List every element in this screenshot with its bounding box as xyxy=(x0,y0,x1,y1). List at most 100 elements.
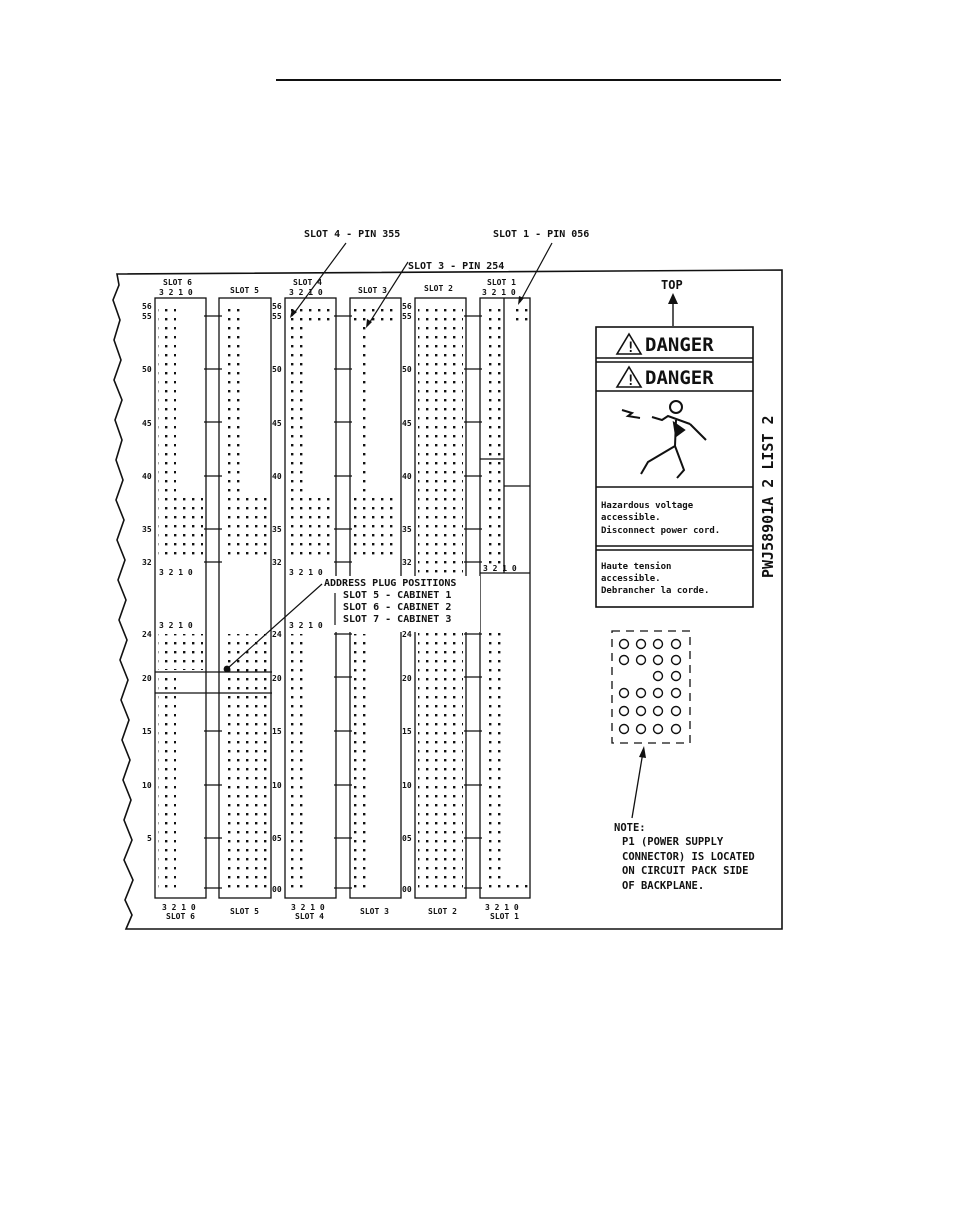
svg-text:SLOT 5: SLOT 5 xyxy=(230,286,259,295)
svg-text:3 2 1 0: 3 2 1 0 xyxy=(289,568,323,577)
svg-text:P1 (POWER SUPPLY: P1 (POWER SUPPLY xyxy=(622,836,724,848)
svg-text:SLOT 6: SLOT 6 xyxy=(163,278,192,287)
svg-text:24: 24 xyxy=(142,630,152,639)
row-tick-marks xyxy=(204,315,482,889)
svg-text:32: 32 xyxy=(272,558,282,567)
svg-text:Haute tension: Haute tension xyxy=(601,561,671,572)
svg-text:SLOT 3 - PIN 254: SLOT 3 - PIN 254 xyxy=(408,261,504,272)
svg-text:DANGER: DANGER xyxy=(645,334,714,356)
svg-text:50: 50 xyxy=(272,365,282,374)
svg-text:ON CIRCUIT PACK SIDE: ON CIRCUIT PACK SIDE xyxy=(622,865,748,877)
svg-text:SLOT 1 - PIN 056: SLOT 1 - PIN 056 xyxy=(493,229,589,240)
warning-triangle-icon xyxy=(615,365,643,388)
top-indicator: TOP xyxy=(661,278,683,326)
svg-text:3 2 1 0: 3 2 1 0 xyxy=(289,288,323,297)
svg-text:32: 32 xyxy=(402,558,412,567)
svg-text:Disconnect power cord.: Disconnect power cord. xyxy=(601,525,720,536)
slot-3-column xyxy=(349,297,402,899)
power-supply-connector-p1 xyxy=(611,630,691,819)
callout-slot1-pin: SLOT 1 - PIN 056 xyxy=(493,229,589,305)
slot-labels-top: SLOT 6 3 2 1 0 SLOT 5 SLOT 4 3 2 1 0 SLO… xyxy=(159,278,516,297)
svg-text:!: ! xyxy=(627,373,635,389)
slot-labels-bottom: 3 2 1 0 SLOT 6 SLOT 5 3 2 1 0 SLOT 4 SLO… xyxy=(162,903,519,921)
svg-text:SLOT 2: SLOT 2 xyxy=(428,907,457,916)
svg-text:SLOT 3: SLOT 3 xyxy=(358,286,387,295)
svg-text:SLOT 2: SLOT 2 xyxy=(424,284,453,293)
svg-text:55: 55 xyxy=(142,312,152,321)
svg-text:56: 56 xyxy=(402,302,412,311)
note-text: NOTE: P1 (POWER SUPPLY CONNECTOR) IS LOC… xyxy=(614,822,755,892)
svg-text:56: 56 xyxy=(272,302,282,311)
slot-5-column xyxy=(218,297,272,899)
backplane-outline xyxy=(112,269,783,930)
svg-text:3 2 1 0: 3 2 1 0 xyxy=(159,621,193,630)
svg-text:Debrancher la corde.: Debrancher la corde. xyxy=(601,586,709,596)
warning-triangle-icon xyxy=(615,332,643,355)
svg-text:3 2 1 0: 3 2 1 0 xyxy=(482,288,516,297)
svg-text:3 2 1 0: 3 2 1 0 xyxy=(485,903,519,912)
row-numbers-inner-slot3: 56 55 50 45 40 35 32 24 20 15 10 05 00 xyxy=(402,302,412,894)
svg-text:56: 56 xyxy=(142,302,152,311)
svg-text:20: 20 xyxy=(402,674,412,683)
svg-text:3 2 1 0: 3 2 1 0 xyxy=(159,568,193,577)
row-numbers-inner-slot5: 56 55 50 45 40 35 32 24 20 15 10 05 00 xyxy=(272,302,282,894)
svg-text:SLOT 1: SLOT 1 xyxy=(490,912,519,921)
callout-slot4-pin: SLOT 4 - PIN 355 xyxy=(290,229,400,318)
svg-text:SLOT 3: SLOT 3 xyxy=(360,907,389,916)
svg-text:20: 20 xyxy=(272,674,282,683)
part-number-label: PWJ58901A 2 LIST 2 xyxy=(759,415,777,578)
electric-shock-pictogram-icon xyxy=(621,400,707,479)
svg-text:SLOT 4: SLOT 4 xyxy=(295,912,324,921)
svg-text:Hazardous voltage: Hazardous voltage xyxy=(601,501,694,511)
svg-text:SLOT 1: SLOT 1 xyxy=(487,278,516,287)
svg-text:3 2 1 0: 3 2 1 0 xyxy=(162,903,196,912)
svg-text:35: 35 xyxy=(272,525,282,534)
address-plug-callout: ADDRESS PLUG POSITIONS SLOT 5 - CABINET … xyxy=(223,578,456,673)
slot-1-column xyxy=(479,297,531,899)
svg-text:10: 10 xyxy=(272,781,282,790)
svg-text:ADDRESS PLUG POSITIONS: ADDRESS PLUG POSITIONS xyxy=(324,578,456,589)
svg-text:SLOT 7 - CABINET 3: SLOT 7 - CABINET 3 xyxy=(343,614,451,625)
svg-text:40: 40 xyxy=(142,472,152,481)
svg-text:45: 45 xyxy=(402,419,412,428)
svg-text:55: 55 xyxy=(402,312,412,321)
svg-text:50: 50 xyxy=(142,365,152,374)
svg-text:15: 15 xyxy=(142,727,152,736)
svg-text:15: 15 xyxy=(402,727,412,736)
svg-text:SLOT 4 - PIN 355: SLOT 4 - PIN 355 xyxy=(304,229,400,240)
svg-text:10: 10 xyxy=(142,781,152,790)
svg-text:OF BACKPLANE.: OF BACKPLANE. xyxy=(622,880,704,892)
svg-text:50: 50 xyxy=(402,365,412,374)
svg-text:CONNECTOR) IS LOCATED: CONNECTOR) IS LOCATED xyxy=(622,851,755,863)
svg-text:3 2 1 0: 3 2 1 0 xyxy=(291,903,325,912)
bit-labels-mid: 3 2 1 0 3 2 1 0 3 2 1 0 3 2 1 0 3 2 1 0 xyxy=(159,564,517,630)
svg-text:32: 32 xyxy=(142,558,152,567)
svg-text:45: 45 xyxy=(142,419,152,428)
svg-text:05: 05 xyxy=(272,834,282,843)
svg-text:SLOT 5: SLOT 5 xyxy=(230,907,259,916)
svg-text:3 2 1 0: 3 2 1 0 xyxy=(483,564,517,573)
svg-text:!: ! xyxy=(627,340,635,356)
svg-text:accessible.: accessible. xyxy=(601,512,661,523)
svg-text:40: 40 xyxy=(402,472,412,481)
page-header-rule xyxy=(276,79,781,81)
svg-text:TOP: TOP xyxy=(661,278,683,292)
svg-text:accessible.: accessible. xyxy=(601,573,661,584)
svg-text:00: 00 xyxy=(272,885,282,894)
svg-text:00: 00 xyxy=(402,885,412,894)
svg-text:20: 20 xyxy=(142,674,152,683)
svg-text:SLOT 5 - CABINET 1: SLOT 5 - CABINET 1 xyxy=(343,590,451,601)
svg-text:NOTE:: NOTE: xyxy=(614,822,646,834)
svg-text:SLOT 4: SLOT 4 xyxy=(293,278,322,287)
callout-slot3-pin: SLOT 3 - PIN 254 xyxy=(366,261,504,328)
svg-text:3 2 1 0: 3 2 1 0 xyxy=(289,621,323,630)
svg-text:SLOT 6 - CABINET 2: SLOT 6 - CABINET 2 xyxy=(343,602,451,613)
svg-text:3 2 1 0: 3 2 1 0 xyxy=(159,288,193,297)
row-numbers-left: 56 55 50 45 40 35 32 24 20 15 10 5 xyxy=(142,302,152,843)
svg-text:35: 35 xyxy=(142,525,152,534)
svg-text:24: 24 xyxy=(402,630,412,639)
svg-text:35: 35 xyxy=(402,525,412,534)
svg-text:24: 24 xyxy=(272,630,282,639)
svg-text:55: 55 xyxy=(272,312,282,321)
